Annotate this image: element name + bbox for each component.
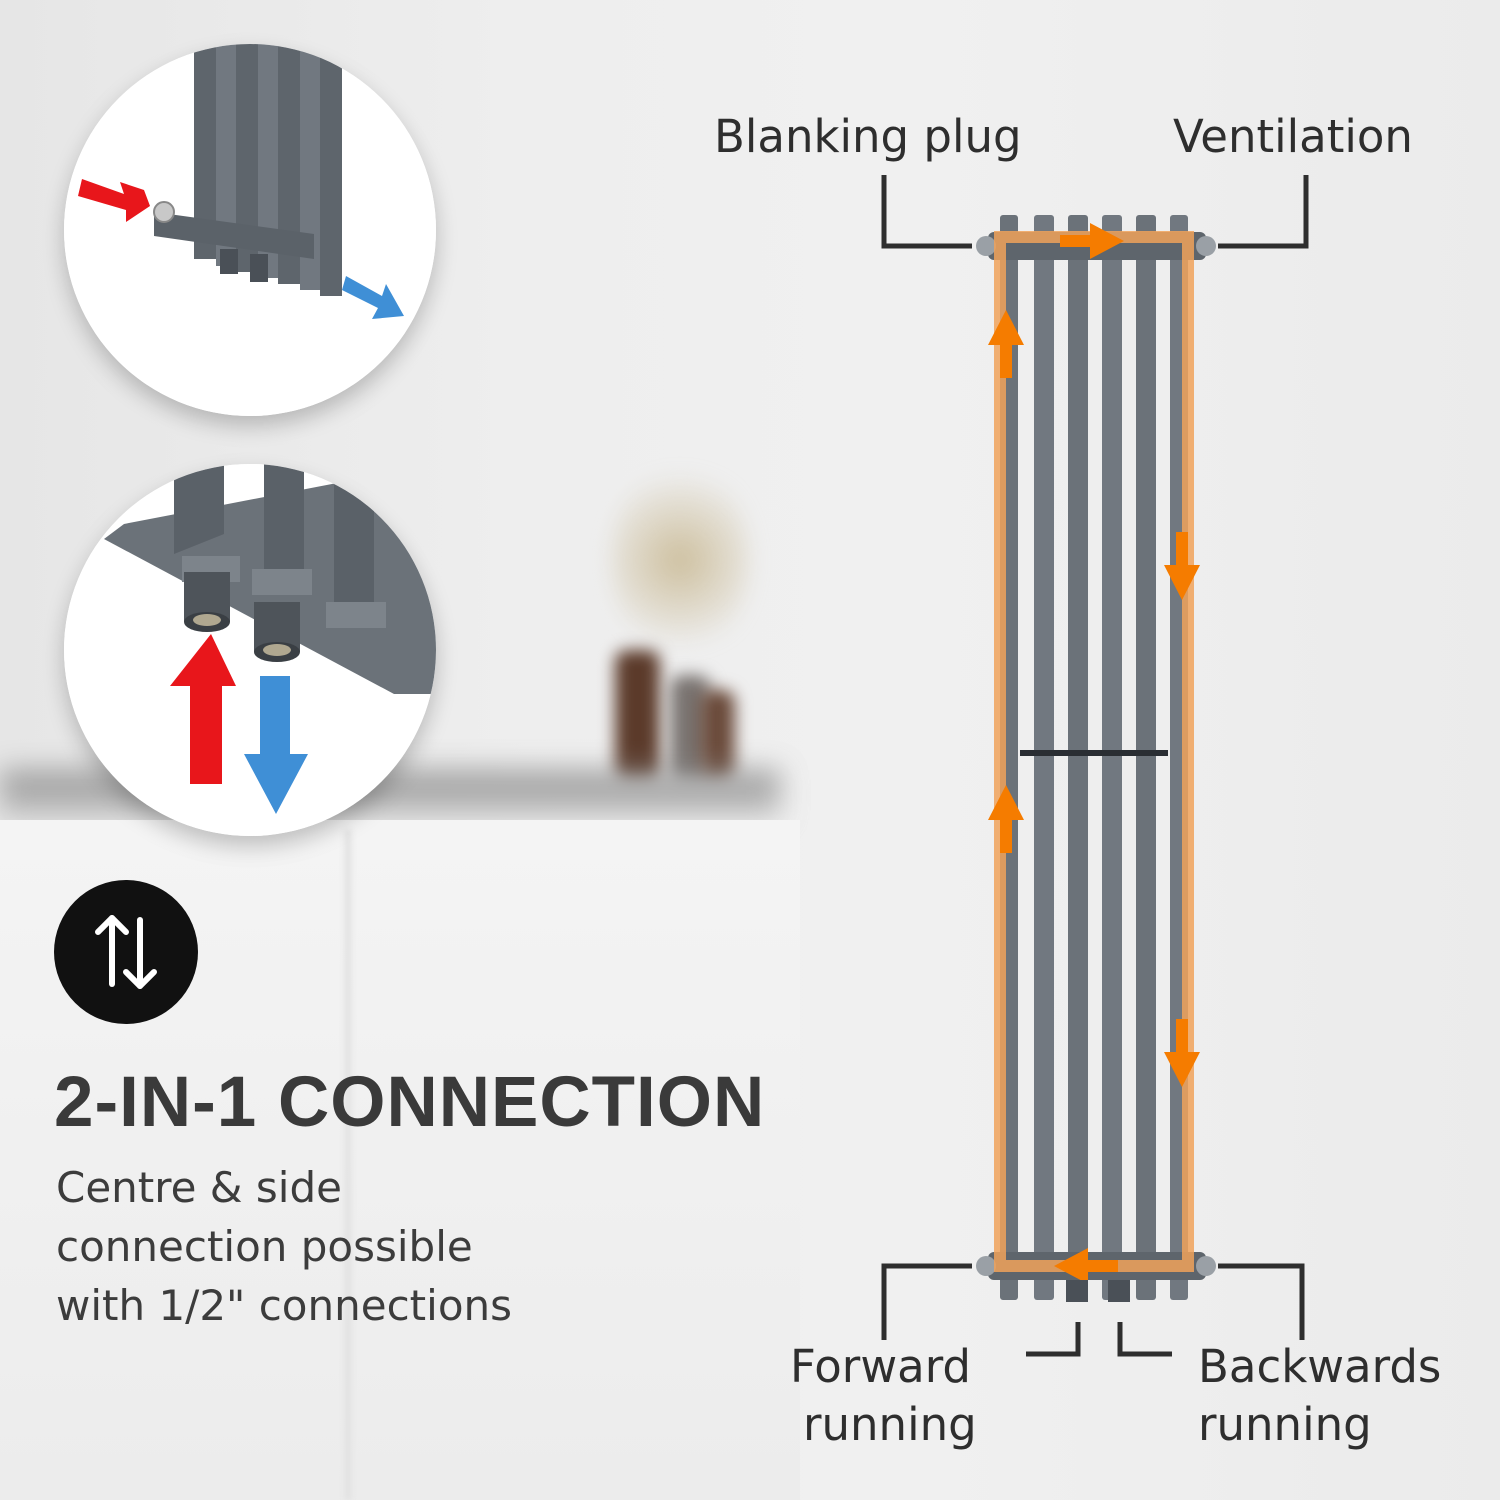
supply-arrow <box>170 634 236 784</box>
ventilation-label: Ventilation <box>1173 110 1413 163</box>
headline: 2-IN-1 CONNECTION <box>54 1063 766 1142</box>
flow-arrow-down <box>1164 1019 1200 1087</box>
forward-running-label: Forward <box>790 1340 971 1393</box>
description-line: with 1/2" connections <box>56 1281 513 1330</box>
background-plant <box>610 460 750 660</box>
radiator-diagram <box>881 175 1309 1357</box>
background-bottle <box>700 690 735 780</box>
right-bottom-cap <box>1196 1256 1216 1276</box>
backwards-running-label: Backwards <box>1198 1340 1442 1393</box>
forward-running-label: running <box>803 1398 977 1451</box>
left-bottom-cap <box>976 1256 996 1276</box>
description-line: Centre & side <box>56 1163 342 1212</box>
callout-lines <box>881 175 1309 1357</box>
radiator-tubes <box>1000 215 1188 1300</box>
background-cabinet-seam <box>345 830 351 1500</box>
background-bottle <box>615 650 660 780</box>
flow-arrow-up <box>988 785 1024 853</box>
flow-arrow-left <box>1054 1248 1118 1284</box>
backwards-running-label: running <box>1198 1398 1372 1451</box>
blanking-plug-label: Blanking plug <box>714 110 1022 163</box>
flow-arrows <box>988 223 1200 1284</box>
flow-arrow-down <box>1164 532 1200 600</box>
up-down-arrows-icon <box>54 880 198 1024</box>
ventilation-valve <box>1196 236 1216 256</box>
backward-connection <box>1108 1280 1130 1302</box>
radiator-bottom-detail <box>153 44 342 296</box>
supply-arrow <box>78 179 150 222</box>
side-connection-detail <box>64 44 436 416</box>
forward-connection <box>1066 1280 1088 1302</box>
return-arrow <box>244 676 308 814</box>
centre-connection-detail <box>64 464 436 836</box>
flow-arrow-right <box>1060 223 1124 259</box>
blanking-plug-cap <box>976 236 996 256</box>
return-arrow <box>342 276 404 319</box>
flow-arrow-up <box>988 310 1024 378</box>
radiator-centre-detail <box>104 464 436 694</box>
description-line: connection possible <box>56 1222 473 1271</box>
